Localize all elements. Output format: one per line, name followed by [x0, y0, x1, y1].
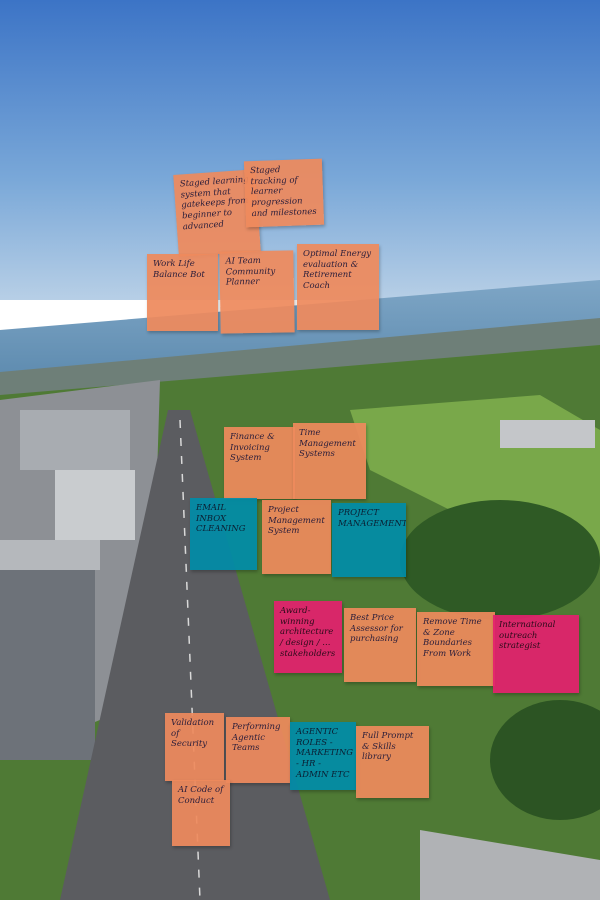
sticky-note: Remove Time & Zone Boundaries From Work: [417, 612, 495, 686]
sticky-note: Time Management Systems: [293, 423, 366, 499]
building-block: [55, 470, 135, 540]
sticky-note: International outreach strategist: [493, 615, 579, 693]
sticky-note: Finance & Invoicing System: [224, 427, 295, 499]
tower-left: [0, 560, 95, 760]
tree-cluster: [490, 700, 600, 820]
sticky-note: Work Life Balance Bot: [147, 254, 218, 331]
sticky-note: EMAIL INBOX CLEANING: [190, 498, 257, 570]
sticky-note: AGENTIC ROLES - MARKETING - HR - ADMIN E…: [290, 722, 356, 790]
pavilion: [500, 420, 595, 448]
sticky-note: Full Prompt & Skills library: [356, 726, 429, 798]
building-bottom-right: [420, 830, 600, 900]
sticky-note: Performing Agentic Teams: [226, 717, 290, 783]
sticky-note: PROJECT MANAGEMENT: [332, 503, 406, 577]
tower-left-roof: [0, 540, 100, 570]
sticky-note: Project Management System: [262, 500, 331, 574]
sticky-note: AI Team Community Planner: [219, 250, 295, 334]
building-block: [20, 410, 130, 470]
sticky-note: Best Price Assessor for purchasing: [344, 608, 416, 682]
sticky-note: AI Code of Conduct: [172, 780, 230, 846]
sticky-note: Optimal Energy evaluation & Retirement C…: [297, 244, 379, 330]
sticky-note: Staged tracking of learner progression a…: [243, 158, 325, 228]
sticky-note: Award-winning architecture / design / ..…: [274, 601, 342, 673]
distant-city: [0, 318, 600, 400]
sticky-note: Validation of Security: [165, 713, 224, 781]
tree-cluster: [400, 500, 600, 620]
